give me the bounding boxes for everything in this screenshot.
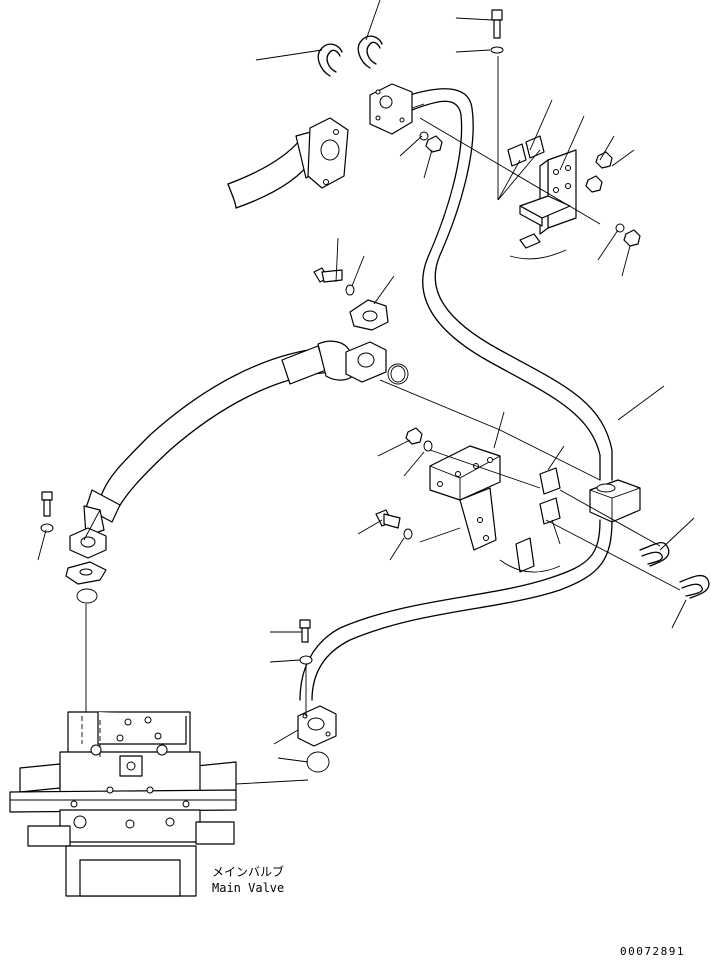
u-bolt-right-lower (679, 574, 710, 599)
leader-lines (37, 0, 695, 785)
drawing-code: 00072891 (620, 945, 685, 958)
upper-hose (227, 117, 349, 209)
bolt-top (490, 9, 504, 54)
main-pipe (299, 88, 613, 701)
main-valve-label-en: Main Valve (212, 881, 284, 895)
bolt-lower-mid (299, 619, 330, 773)
nut-and-washer-mid (405, 427, 433, 452)
bolt-mid (375, 509, 413, 540)
main-valve (9, 711, 237, 897)
hydraulic-hose (83, 340, 387, 537)
o-ring-upper (387, 363, 409, 385)
u-bolt-top-right (357, 35, 383, 69)
hose-end-flange (65, 527, 107, 585)
main-valve-label-jp: メインバルブ (212, 864, 284, 879)
top-pipe-flange (369, 83, 425, 135)
bolt-left-valve (40, 491, 98, 604)
clamp-left-upper (349, 299, 389, 331)
mid-clamp-halves (539, 467, 561, 525)
pipe-flange-block (589, 479, 641, 523)
bolt-left-upper (313, 267, 355, 296)
bottom-pipe-flange (297, 705, 337, 747)
small-nuts-top-right (419, 131, 641, 247)
u-bolt-top-left (317, 43, 343, 77)
u-bolt-right-upper (639, 542, 670, 567)
top-clamp-halves (507, 135, 545, 167)
